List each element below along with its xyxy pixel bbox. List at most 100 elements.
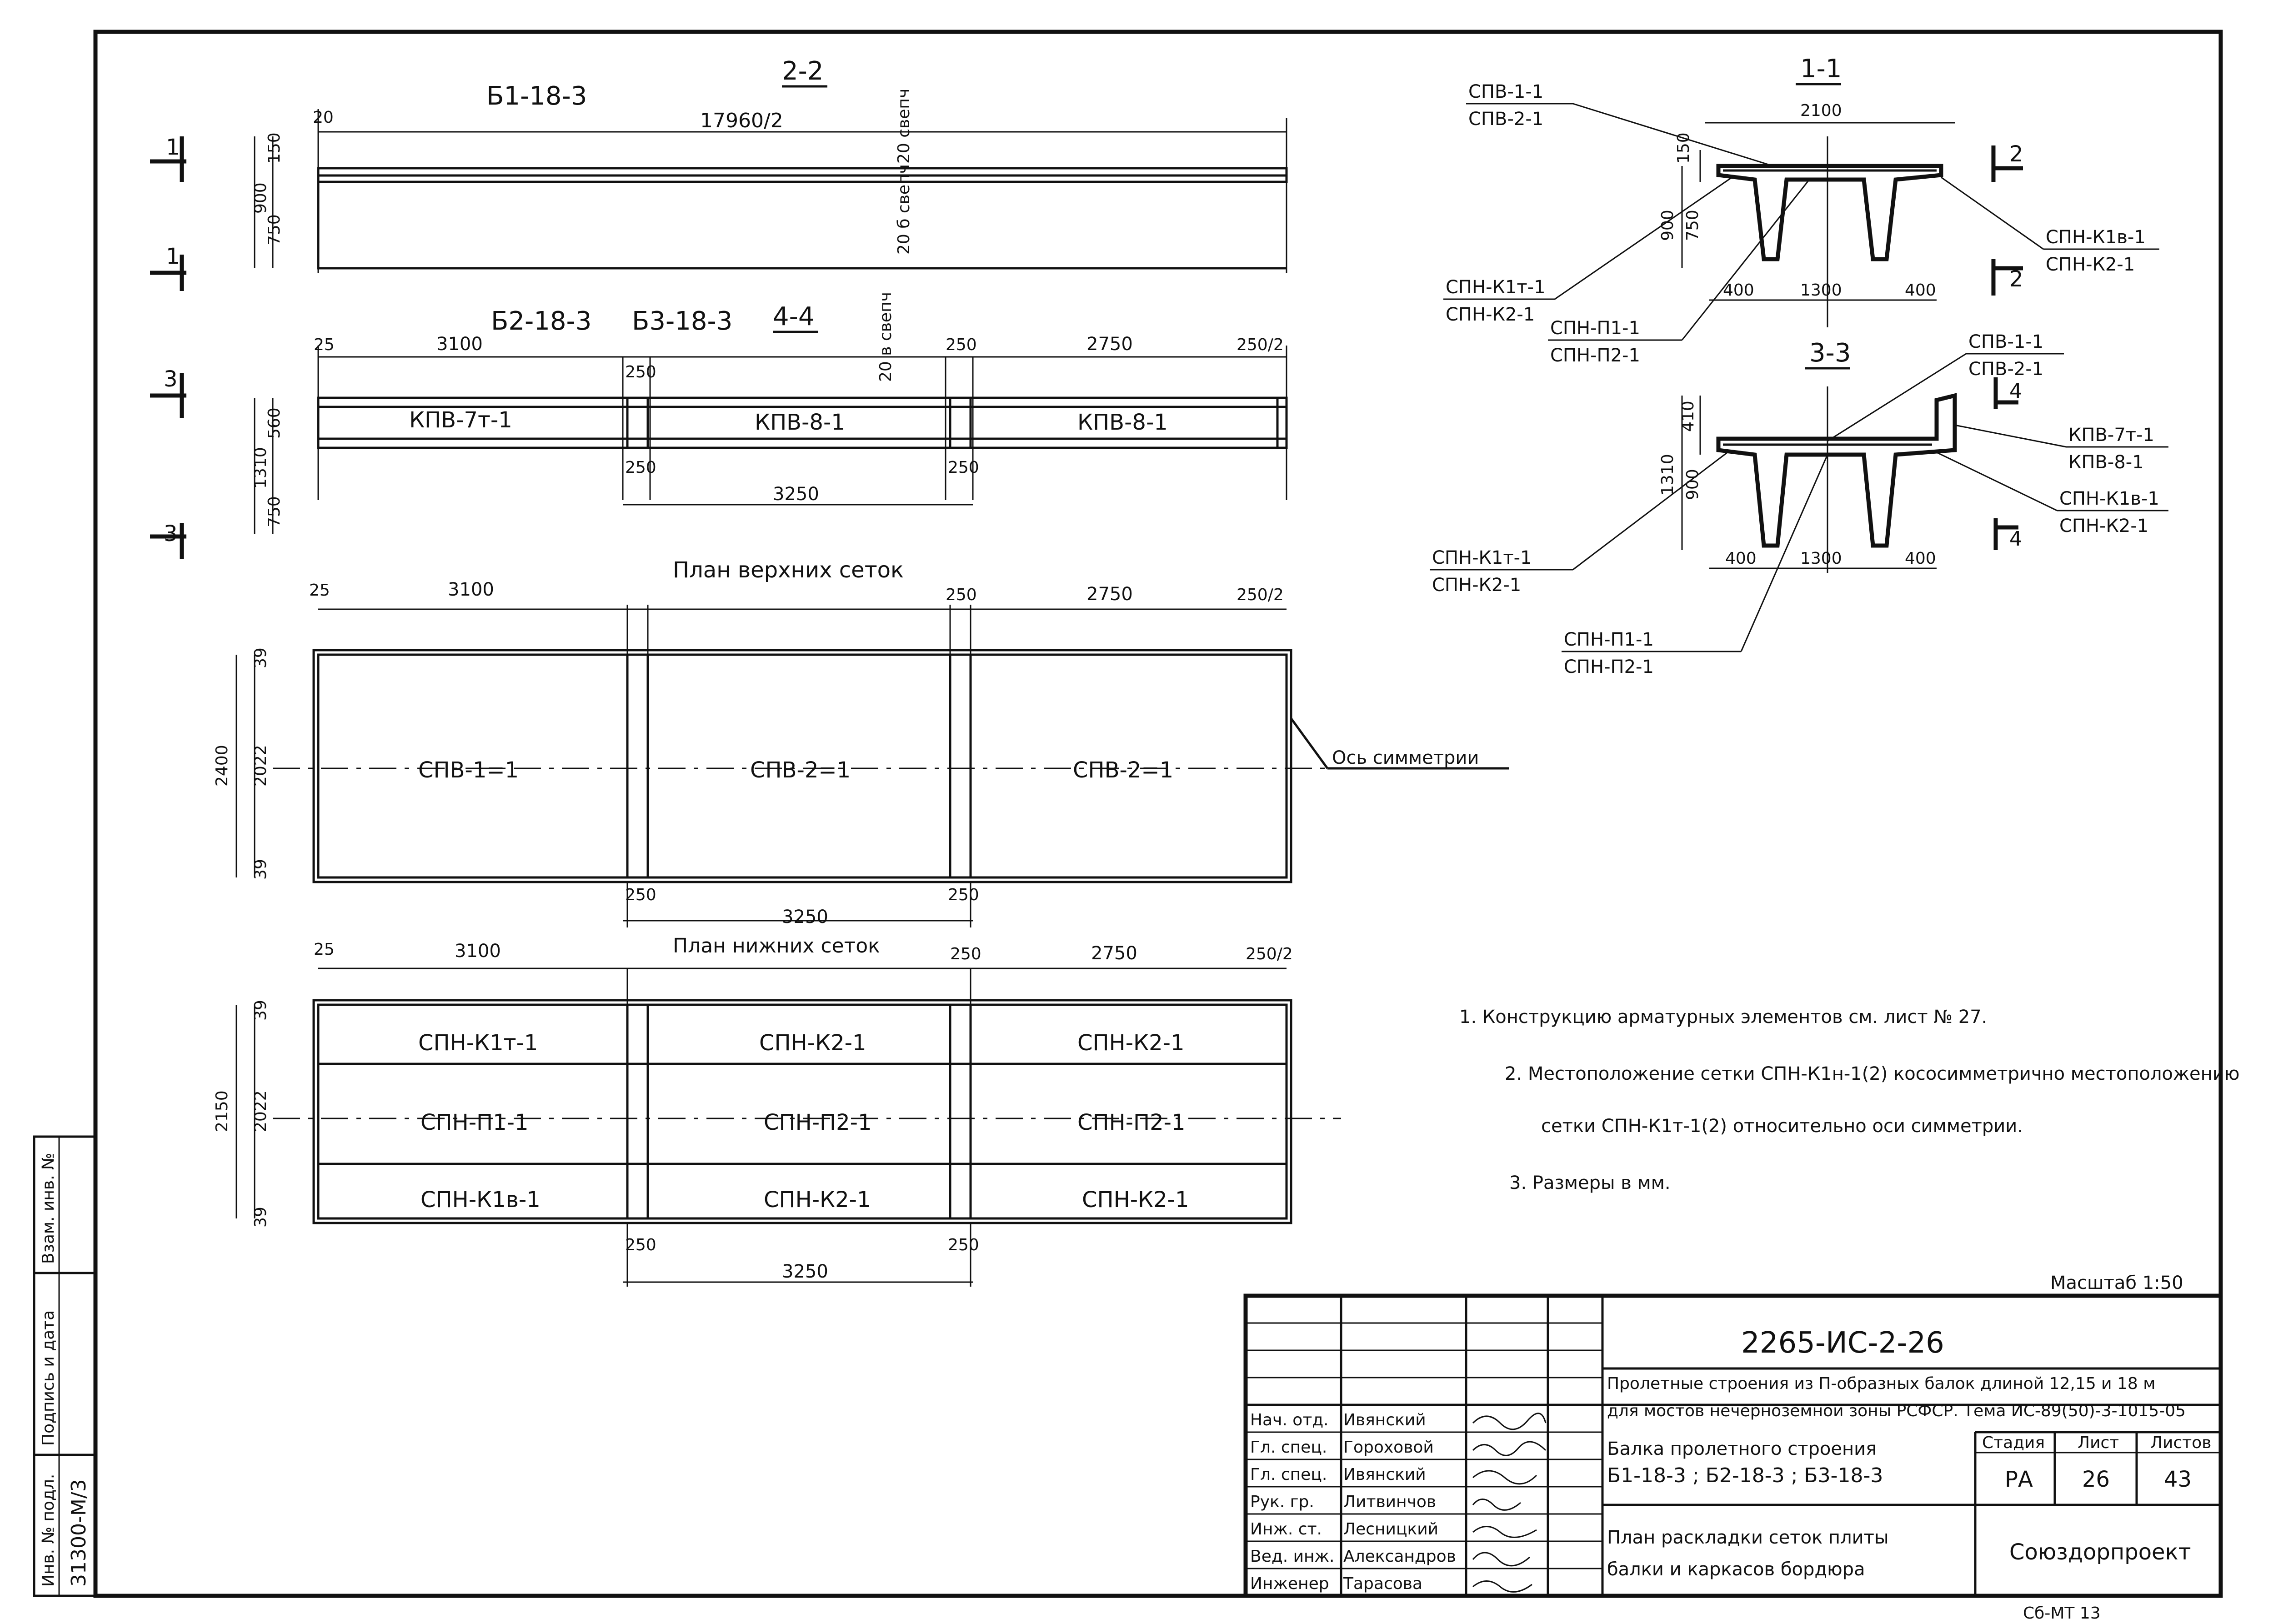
cut-mark-1-top: 1: [166, 135, 180, 160]
plan-top-meshes: План верхних сеток 25 3100 250 2750 250/…: [213, 557, 1509, 927]
sig-name-3: Ивянский: [1343, 1465, 1426, 1484]
sig-role-7: Инженер: [1250, 1574, 1329, 1593]
elevation-b2-b3: Б2-18-3 Б3-18-3 4-4 20 в свепч 25 3100 2…: [150, 292, 1288, 559]
sig-role-5: Инж. ст.: [1250, 1520, 1322, 1539]
s33-dim-400b: 400: [1905, 549, 1936, 568]
dim-2750-plan: 2750: [1086, 584, 1133, 605]
kpv-8-label-b: КПВ-8-1: [1077, 410, 1168, 435]
dim-39-bot-a: 39: [251, 1000, 270, 1021]
dim-250-mid-c: 250: [948, 458, 979, 477]
plan-bottom-title: План нижних сеток: [673, 934, 880, 957]
sig-role-1: Нач. отд.: [1250, 1411, 1329, 1429]
dim-250-mid-b: 250: [625, 458, 656, 477]
dim-250-bot-c: 250: [948, 1236, 979, 1254]
footer-code: Сб-МТ 13: [2023, 1604, 2101, 1623]
section-2-2-label: 2-2: [782, 56, 823, 86]
handwritten-signatures: [1472, 1413, 1547, 1593]
sig-role-4: Рук. гр.: [1250, 1493, 1314, 1511]
dim-20-6-sv: 20 б свепч: [895, 164, 913, 255]
dim-250-2-top: 250/2: [1237, 336, 1284, 354]
sheet-frame: [93, 30, 2223, 1598]
s11-dim-2100: 2100: [1800, 101, 1842, 120]
s11-cut-2-top: 2: [2009, 141, 2023, 167]
s33-right-bottom: СПН-К2-1: [2059, 516, 2148, 536]
section-3-3-title: 3-3: [1809, 338, 1851, 368]
s33-kpv-bottom: КПВ-8-1: [2068, 452, 2144, 473]
dim-250-bot-a: 250: [950, 945, 981, 963]
s11-right-bottom: СПН-К2-1: [2046, 254, 2135, 275]
kpv-8-label-a: КПВ-8-1: [755, 410, 845, 435]
dim-250-plan-a: 250: [946, 586, 977, 604]
dim-3100-bot: 3100: [455, 941, 501, 962]
dim-3100-top: 3100: [436, 334, 483, 355]
cut-mark-1-bottom: 1: [166, 244, 180, 269]
s11-spv-bottom: СПВ-2-1: [1468, 109, 1543, 130]
cut-mark-3-top: 3: [164, 366, 178, 392]
dim-2022-top: 2022: [251, 745, 270, 787]
s11-dim-150: 150: [1674, 132, 1693, 164]
note-3: 3. Размеры в мм.: [1509, 1173, 1671, 1193]
s33-dim-1300: 1300: [1800, 549, 1842, 568]
dim-2750-top: 2750: [1086, 334, 1133, 355]
spn-k1b-label: СПН-К1в-1: [421, 1187, 541, 1213]
s33-cut-4-bottom: 4: [2009, 527, 2022, 551]
s33-left-bottom: СПН-К2-1: [1432, 575, 1521, 596]
dim-39-top-a: 39: [251, 647, 270, 668]
stage-value: РА: [2005, 1467, 2033, 1492]
dim-250-plan-c: 250: [948, 886, 979, 904]
dim-2400: 2400: [213, 745, 231, 787]
sheet-line-2: балки и каркасов бордюра: [1607, 1559, 1865, 1580]
beam1-title: Б1-18-3: [486, 81, 587, 111]
podpis-label: Подпись и дата: [39, 1310, 58, 1446]
s11-dim-400b: 400: [1905, 281, 1936, 300]
s11-left-top: СПН-К1т-1: [1446, 277, 1546, 298]
signature-rows: Нач. отд. Ивянский Гл. спец. Гороховой Г…: [1250, 1411, 1456, 1593]
dim-750: 750: [265, 214, 284, 246]
sig-role-2: Гл. спец.: [1250, 1438, 1327, 1457]
section-1-1: 1-1 СПВ-1-1 СПВ-2-1 2100 150 900 750 400…: [1443, 54, 2159, 366]
dim-250-mid-a: 250: [625, 363, 656, 381]
dim-20: 20: [313, 108, 334, 127]
stage-label: Стадия: [1982, 1434, 2045, 1452]
s33-dim-410: 410: [1679, 401, 1697, 432]
sheet-value: 26: [2082, 1467, 2110, 1492]
spv-2-label-b: СПВ-2=1: [1073, 757, 1173, 783]
axis-symmetry-label: Ось симметрии: [1332, 747, 1479, 768]
vzam-label: Взам. инв. №: [39, 1153, 58, 1264]
section-1-1-title: 1-1: [1800, 54, 1842, 84]
s11-dim-750: 750: [1683, 210, 1702, 241]
s33-cut-4-top: 4: [2009, 380, 2022, 403]
dim-750-b: 750: [265, 496, 284, 527]
sheets-value: 43: [2164, 1467, 2192, 1492]
spn-k1t-label: СПН-К1т-1: [418, 1030, 538, 1056]
s11-right-top: СПН-К1в-1: [2046, 227, 2146, 248]
sheets-label: Листов: [2150, 1434, 2211, 1452]
dim-20-8-sv: 20 в свепч: [876, 292, 895, 382]
dim-250-bot-b: 250: [625, 1236, 656, 1254]
dim-2022-bot: 2022: [251, 1090, 270, 1132]
s33-dim-1310: 1310: [1658, 454, 1677, 496]
sig-role-6: Вед. инж.: [1250, 1547, 1334, 1566]
drawing-line-2: Б1-18-3 ; Б2-18-3 ; Б3-18-3: [1607, 1464, 1883, 1487]
sig-name-1: Ивянский: [1343, 1411, 1426, 1429]
beam3-title: Б3-18-3: [632, 306, 732, 336]
spn-k2-label-d: СПН-К2-1: [1082, 1187, 1189, 1213]
drawing-line-1: Балка пролетного строения: [1607, 1439, 1877, 1459]
s33-spv-top: СПВ-1-1: [1968, 331, 2043, 352]
dim-900: 900: [251, 182, 270, 214]
s33-dim-400a: 400: [1725, 549, 1757, 568]
dim-1310: 1310: [251, 447, 270, 489]
s33-spv-bottom: СПВ-2-1: [1968, 359, 2043, 380]
section-3-3: 3-3 СПВ-1-1 СПВ-2-1 410 1310 900 400 130…: [1430, 331, 2168, 677]
sheet-label: Лист: [2078, 1434, 2119, 1452]
spn-k2-label-c: СПН-К2-1: [764, 1187, 871, 1213]
dim-3100-plan: 3100: [448, 579, 494, 600]
sig-role-3: Гл. спец.: [1250, 1465, 1327, 1484]
sheet-line-1: План раскладки сеток плиты: [1607, 1527, 1889, 1548]
project-line-2: для мостов нечерноземной зоны РСФСР. Тем…: [1607, 1402, 2186, 1420]
notes: 1. Конструкцию арматурных элементов см. …: [1459, 1007, 2239, 1193]
spn-p2-label-a: СПН-П2-1: [764, 1110, 872, 1135]
s11-cut-2-bottom: 2: [2009, 266, 2023, 292]
beam2-title: Б2-18-3: [491, 306, 591, 336]
